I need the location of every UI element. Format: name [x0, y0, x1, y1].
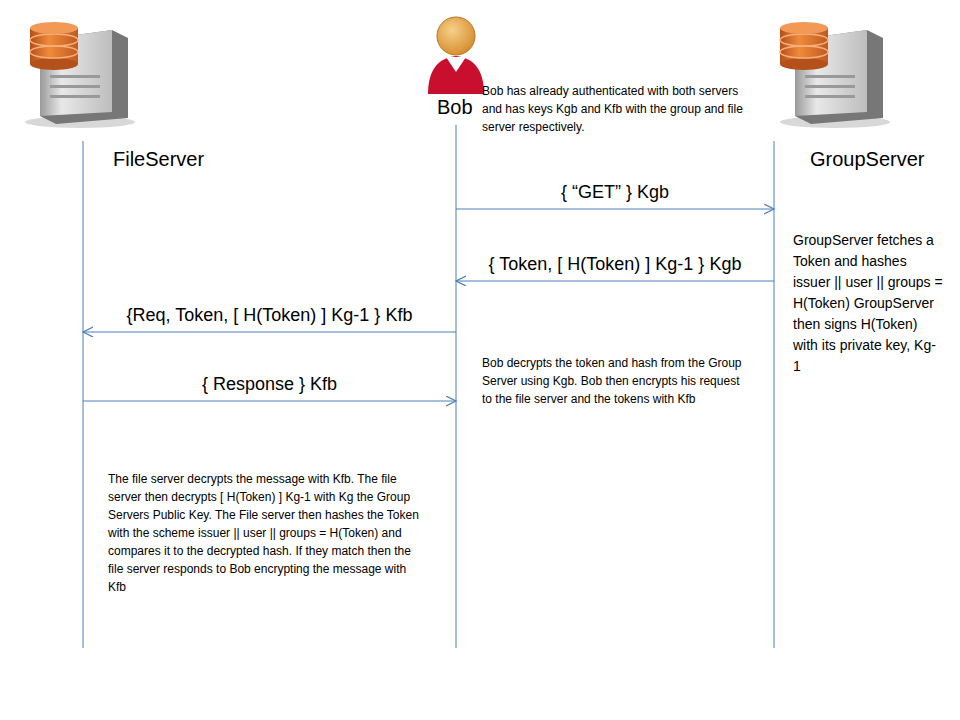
message-label: { Token, [ H(Token) ] Kg-1 } Kgb — [486, 254, 745, 275]
message-arrow — [456, 281, 774, 282]
participant-name: FileServer — [113, 148, 204, 171]
server-icon — [780, 22, 890, 128]
message-arrow — [83, 332, 456, 333]
person-icon — [428, 17, 484, 94]
message-label: {Req, Token, [ H(Token) ] Kg-1 } Kfb — [124, 305, 416, 326]
note-text: The file server decrypts the message wit… — [108, 470, 426, 596]
lifeline — [456, 125, 457, 648]
lifeline — [774, 141, 775, 648]
note-text: Bob decrypts the token and hash from the… — [482, 354, 744, 408]
note-text: GroupServer fetches a Token and hashes i… — [793, 230, 943, 377]
message-arrow — [83, 401, 456, 402]
participant-name: GroupServer — [810, 148, 925, 171]
message-label: { Response } Kfb — [199, 374, 340, 395]
lifeline — [83, 141, 84, 648]
server-icon — [25, 22, 135, 128]
participant: GroupServer — [810, 148, 925, 171]
participant: Bob — [437, 96, 473, 119]
note-text: Bob has already authenticated with both … — [482, 82, 754, 136]
participant-name: Bob — [437, 96, 473, 119]
message-arrow — [456, 209, 774, 210]
participant: FileServer — [113, 148, 204, 171]
message-label: { “GET” } Kgb — [558, 182, 672, 203]
